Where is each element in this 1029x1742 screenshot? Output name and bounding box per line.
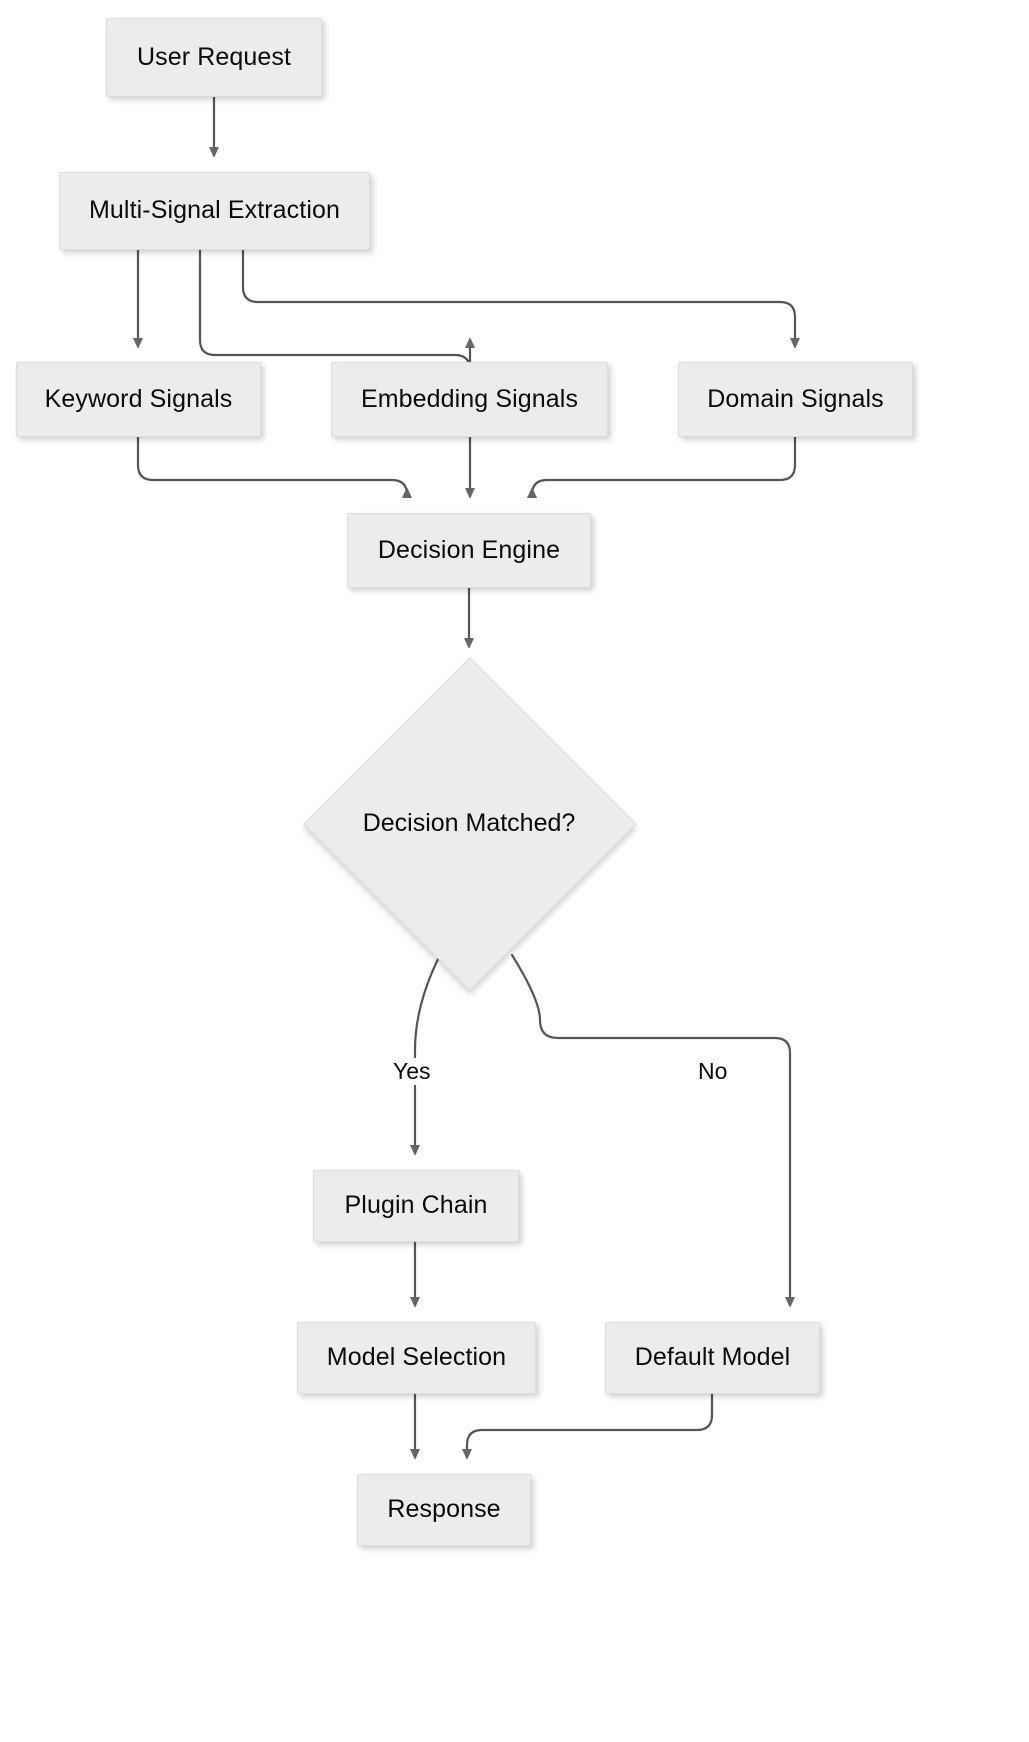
node-embedding-signals[interactable]: Embedding Signals (331, 362, 608, 437)
node-response[interactable]: Response (357, 1474, 531, 1546)
node-decision-matched-label: Decision Matched? (362, 808, 576, 837)
edge-default-model-to-response (467, 1392, 714, 1454)
node-plugin-chain[interactable]: Plugin Chain (313, 1170, 519, 1242)
node-model-selection-label: Model Selection (326, 1343, 507, 1372)
edge-decision-matched-no-to-default-model (510, 953, 790, 1302)
node-plugin-chain-label: Plugin Chain (344, 1191, 488, 1220)
node-multi-signal-extraction-label: Multi-Signal Extraction (88, 196, 340, 225)
node-default-model[interactable]: Default Model (605, 1322, 820, 1394)
edge-label-yes-text: Yes (393, 1058, 431, 1084)
edge-multi-signal-to-embedding (198, 248, 470, 372)
edge-label-yes: Yes (388, 1058, 436, 1085)
node-model-selection[interactable]: Model Selection (297, 1322, 536, 1394)
node-user-request[interactable]: User Request (106, 18, 322, 97)
edge-keyword-to-decision-engine (136, 435, 407, 495)
edge-label-no: No (693, 1058, 733, 1085)
node-decision-engine[interactable]: Decision Engine (347, 513, 591, 588)
node-domain-signals-label: Domain Signals (707, 384, 884, 413)
node-keyword-signals[interactable]: Keyword Signals (16, 362, 261, 437)
node-keyword-signals-label: Keyword Signals (44, 384, 233, 413)
node-domain-signals[interactable]: Domain Signals (678, 362, 913, 437)
node-response-label: Response (387, 1495, 501, 1524)
node-embedding-signals-label: Embedding Signals (360, 384, 579, 413)
node-decision-matched[interactable]: Decision Matched? (303, 657, 637, 991)
edge-multi-signal-to-domain (241, 248, 795, 343)
edge-domain-to-decision-engine (532, 435, 797, 495)
node-decision-engine-label: Decision Engine (377, 535, 561, 564)
node-user-request-label: User Request (136, 42, 292, 71)
edge-label-no-text: No (698, 1058, 728, 1084)
node-default-model-label: Default Model (634, 1343, 791, 1372)
node-multi-signal-extraction[interactable]: Multi-Signal Extraction (59, 172, 370, 250)
